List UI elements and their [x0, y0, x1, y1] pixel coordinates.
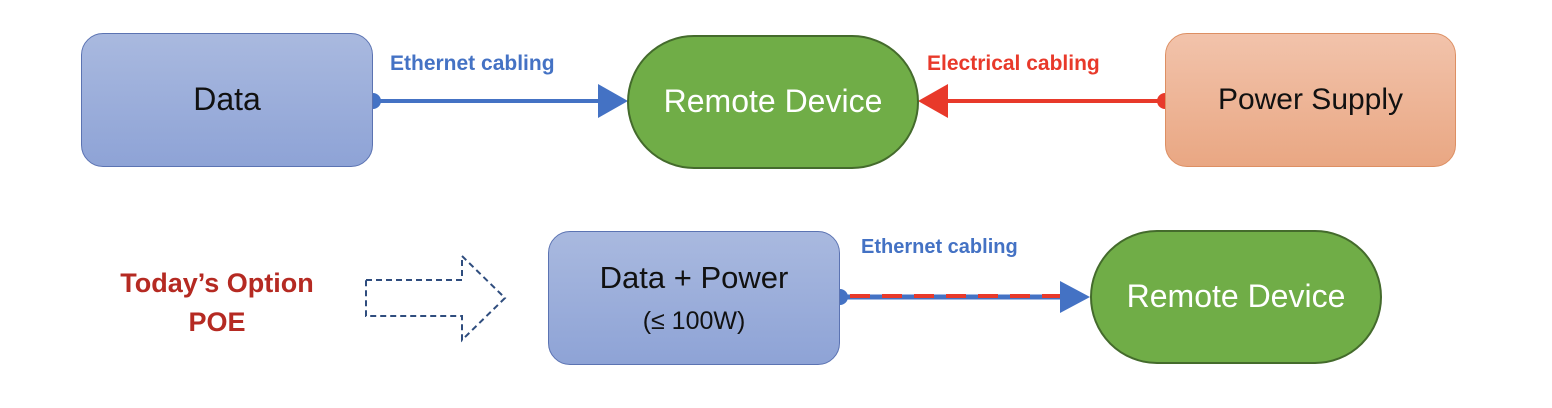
- ethernet-cabling-label-top: Ethernet cabling: [390, 52, 555, 75]
- power-supply-label: Power Supply: [1217, 82, 1404, 116]
- remote-device-top-label: Remote Device: [663, 83, 883, 120]
- ethernet-cabling-label-bottom: Ethernet cabling: [861, 236, 1018, 258]
- electrical-connector-top: [918, 84, 1173, 118]
- electrical-cabling-label: Electrical cabling: [927, 52, 1100, 75]
- data-box: Data: [81, 33, 373, 167]
- data-box-label: Data: [193, 81, 261, 118]
- todays-option-label: Today’s Option POE: [88, 264, 346, 342]
- data-power-rating: (≤ 100W): [642, 307, 746, 336]
- remote-device-bottom-label: Remote Device: [1126, 278, 1346, 315]
- ethernet-connector-top: [365, 84, 628, 118]
- poe-connector-bottom: [832, 281, 1090, 313]
- remote-device-bottom: Remote Device: [1090, 230, 1382, 364]
- data-power-title: Data + Power: [599, 260, 789, 296]
- todays-option-line1: Today’s Option: [120, 268, 314, 298]
- power-supply-box: Power Supply: [1165, 33, 1456, 167]
- todays-option-line2: POE: [188, 307, 246, 338]
- remote-device-top: Remote Device: [627, 35, 919, 169]
- hollow-dashed-arrow: [365, 253, 507, 343]
- data-power-box: Data + Power (≤ 100W): [548, 231, 840, 365]
